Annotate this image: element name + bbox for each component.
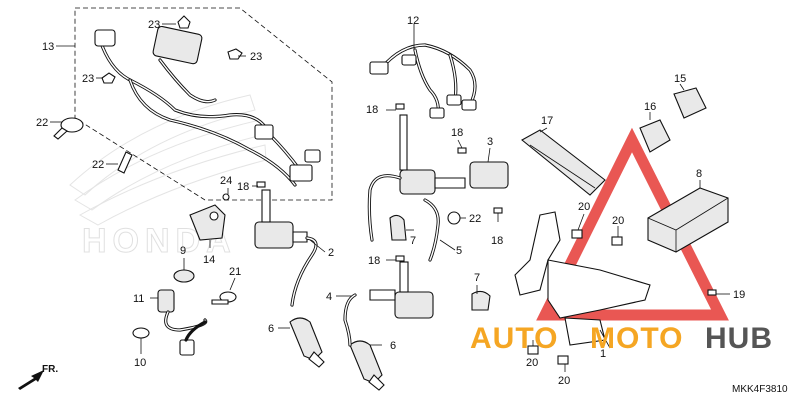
- callout-23-c: 23: [82, 73, 94, 85]
- callout-20-d: 20: [558, 375, 570, 387]
- part-18-bolts: [256, 103, 503, 262]
- callout-7-a: 7: [410, 235, 416, 247]
- callout-17: 17: [541, 115, 553, 127]
- logo-text-auto: AUTO: [470, 322, 558, 355]
- callout-22-c: 22: [469, 213, 481, 225]
- part-2-ignition-coil: [254, 189, 318, 307]
- part-3-ignition-coil: [367, 114, 509, 262]
- part-10-clip: [132, 327, 150, 339]
- part-9-grommet: [173, 269, 195, 283]
- callout-20-a: 20: [578, 201, 590, 213]
- front-direction-indicator: FR.: [18, 364, 58, 390]
- part-1-mounting-bracket: [514, 211, 651, 346]
- callout-8: 8: [696, 168, 702, 180]
- part-4-ignition-coil: [343, 261, 434, 347]
- callout-14: 14: [203, 254, 215, 266]
- part-17-module: [521, 129, 606, 196]
- callout-24: 24: [220, 175, 232, 187]
- part-20-clips: [527, 229, 623, 365]
- callout-21: 21: [229, 266, 241, 278]
- part-7-caps: [389, 214, 491, 311]
- leader-lines: [50, 23, 730, 372]
- logo-text-hub: HUB: [705, 322, 773, 355]
- callout-18-a: 18: [366, 104, 378, 116]
- callout-1: 1: [600, 348, 606, 360]
- logo-text-moto: MOTO: [590, 322, 683, 355]
- callout-18-e: 18: [491, 235, 503, 247]
- part-12-sub-harness: [369, 43, 477, 119]
- part-15-relay: [673, 87, 707, 119]
- callout-6-a: 6: [268, 323, 274, 335]
- callout-3: 3: [487, 136, 493, 148]
- callout-20-c: 20: [526, 357, 538, 369]
- callout-23-b: 23: [250, 51, 262, 63]
- callout-10: 10: [134, 357, 146, 369]
- front-direction-label: FR.: [42, 364, 58, 375]
- callout-12: 12: [407, 15, 419, 27]
- callout-22-b: 22: [92, 159, 104, 171]
- part-14-bracket: [189, 193, 230, 241]
- callout-18-b: 18: [451, 127, 463, 139]
- callout-13: 13: [42, 41, 54, 53]
- callout-16: 16: [644, 101, 656, 113]
- callout-15: 15: [674, 73, 686, 85]
- part-13-wire-harness: [74, 7, 333, 201]
- callout-9: 9: [180, 245, 186, 257]
- part-19-bolt: [707, 289, 717, 296]
- front-arrow-icon: [18, 370, 44, 390]
- drawing-code: MKK4F3810: [732, 384, 788, 395]
- part-16-relay: [639, 119, 671, 153]
- callout-23-a: 23: [148, 19, 160, 31]
- callout-4: 4: [326, 291, 332, 303]
- part-23-clips: [101, 15, 243, 84]
- callout-18-d: 18: [368, 255, 380, 267]
- part-22-bands: [53, 117, 461, 225]
- part-21-band: [211, 291, 237, 305]
- callout-7-b: 7: [474, 272, 480, 284]
- callout-5: 5: [456, 245, 462, 257]
- callout-19: 19: [733, 289, 745, 301]
- part-11-sensor: [157, 289, 208, 356]
- callout-22-a: 22: [36, 117, 48, 129]
- callout-11: 11: [133, 293, 144, 305]
- callout-20-b: 20: [612, 215, 624, 227]
- callout-6-b: 6: [390, 340, 396, 352]
- callout-2: 2: [328, 247, 334, 259]
- automotohub-logo: AUTO MOTO HUB: [470, 322, 773, 355]
- callout-labels: 13 23 23 23 22 22 12 18 18 3 18 24 14 2 …: [36, 15, 745, 387]
- callout-18-c: 18: [237, 181, 249, 193]
- part-6-plug-caps: [289, 317, 385, 391]
